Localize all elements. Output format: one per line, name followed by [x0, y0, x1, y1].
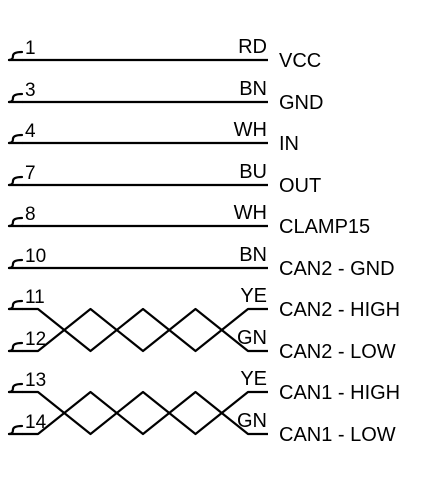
signal-label-4: IN	[279, 133, 299, 155]
pin-number-7: 7	[25, 163, 36, 184]
wire-color-11: YE	[240, 285, 267, 307]
twisted-wire-14	[22, 390, 268, 436]
pin-number-4: 4	[25, 121, 36, 142]
signal-label-13: CAN1 - HIGH	[279, 382, 400, 404]
connector-hook-icon	[11, 382, 24, 390]
signal-label-7: OUT	[279, 175, 321, 197]
connector-hook-icon	[11, 133, 24, 141]
pin-number-10: 10	[25, 246, 46, 267]
pin-number-1: 1	[25, 38, 36, 59]
pin-number-11: 11	[25, 287, 45, 308]
connector-hook-icon	[11, 424, 24, 432]
signal-label-8: CLAMP15	[279, 216, 370, 238]
connector-hook-icon	[11, 92, 24, 100]
connector-hook-icon	[11, 299, 24, 307]
signal-label-3: GND	[279, 92, 323, 114]
pin-number-13: 13	[25, 370, 46, 391]
wire-color-8: WH	[234, 202, 267, 224]
connector-hook-icon	[11, 258, 24, 266]
wire-color-7: BU	[239, 161, 267, 183]
connector-hook-icon	[11, 341, 24, 349]
twisted-wire-12	[22, 307, 268, 353]
connector-hook-icon	[11, 216, 24, 224]
signal-label-10: CAN2 - GND	[279, 258, 395, 280]
wire-color-4: WH	[234, 119, 267, 141]
wire-color-12: GN	[237, 327, 267, 349]
twisted-wire-13	[22, 390, 268, 436]
pin-number-3: 3	[25, 80, 36, 101]
signal-label-14: CAN1 - LOW	[279, 424, 396, 446]
signal-label-1: VCC	[279, 50, 321, 72]
pin-number-8: 8	[25, 204, 36, 225]
pin-number-12: 12	[25, 329, 46, 350]
connector-hook-icon	[11, 50, 24, 58]
signal-label-12: CAN2 - LOW	[279, 341, 396, 363]
connector-hook-icon	[11, 175, 24, 183]
wire-color-13: YE	[240, 368, 267, 390]
signal-label-11: CAN2 - HIGH	[279, 299, 400, 321]
twisted-wire-11	[22, 307, 268, 353]
wire-color-10: BN	[239, 244, 267, 266]
pin-number-14: 14	[25, 412, 47, 433]
wire-color-3: BN	[239, 78, 267, 100]
wire-color-1: RD	[238, 36, 267, 58]
wire-color-14: GN	[237, 410, 267, 432]
